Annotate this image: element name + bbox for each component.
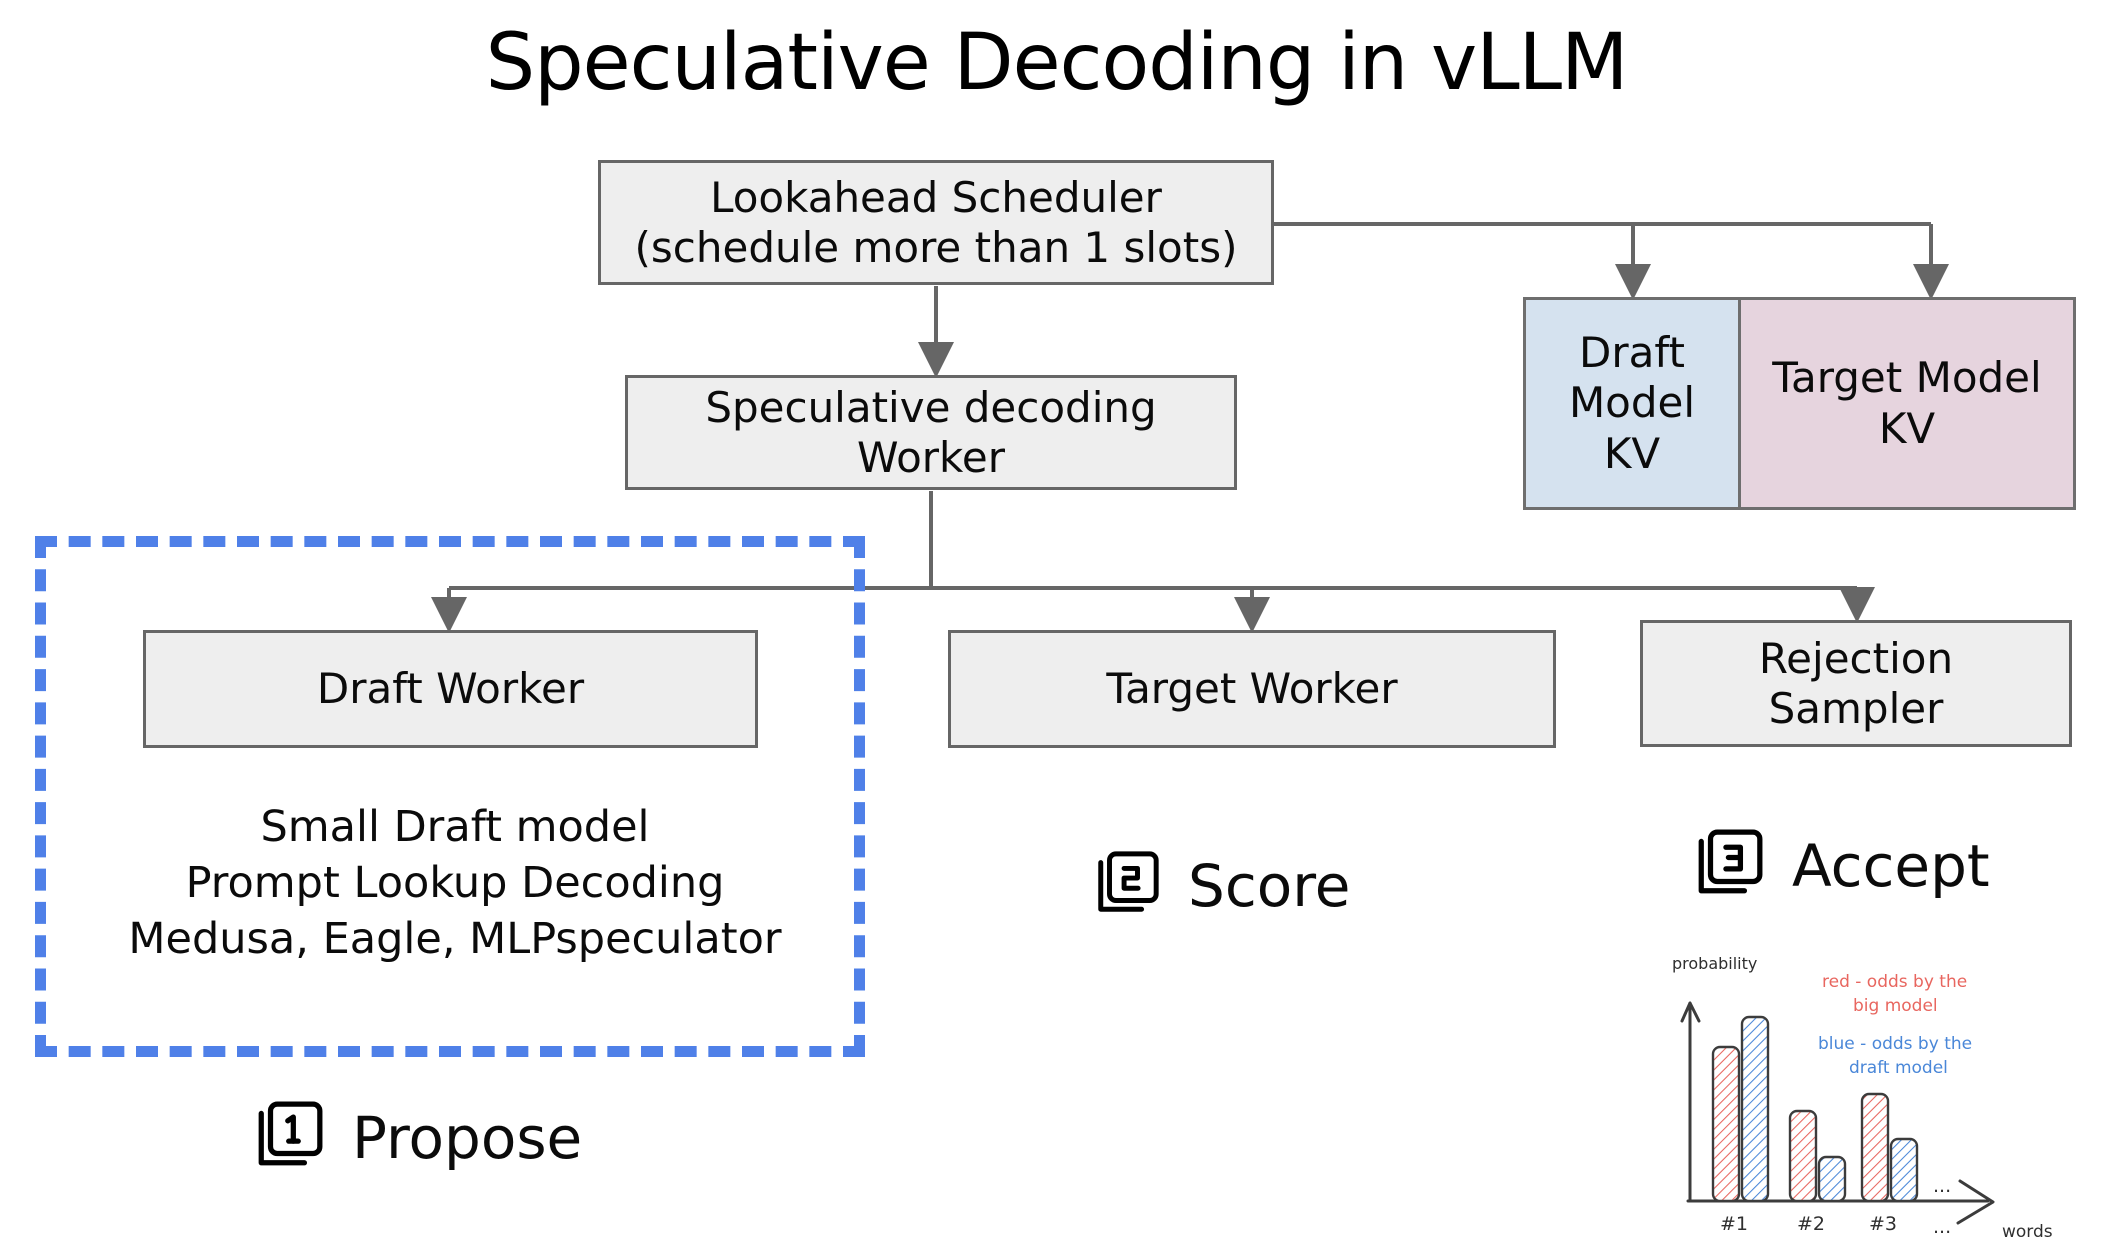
chart-ellipsis-lower: ...: [1933, 1216, 1951, 1238]
step-2-score: Score: [1092, 848, 1350, 923]
box-lookahead-scheduler[interactable]: Lookahead Scheduler (schedule more than …: [598, 160, 1274, 285]
step-3-label: Accept: [1792, 831, 1990, 900]
box-rejection-sampler[interactable]: Rejection Sampler: [1640, 620, 2072, 747]
box-target-model-kv[interactable]: Target Model KV: [1738, 297, 2076, 510]
box-draft-worker[interactable]: Draft Worker: [143, 630, 758, 748]
probability-bar-chart: probability ... ... #1 #2 #3 words red -…: [1672, 954, 2053, 1242]
chart-legend-blue-line1: blue - odds by the: [1818, 1034, 1972, 1054]
step-3-accept: Accept: [1692, 826, 1990, 905]
chart-ellipsis-upper: ...: [1933, 1175, 1951, 1197]
step-1-propose: Propose: [252, 1098, 582, 1177]
chart-legend-blue-line2: draft model: [1849, 1058, 1948, 1078]
chart-xtick-3: #3: [1869, 1213, 1897, 1235]
stacked-squares-1-icon: [252, 1098, 326, 1177]
box-draft-model-kv[interactable]: Draft Model KV: [1523, 297, 1741, 510]
chart-xtick-1: #1: [1720, 1213, 1748, 1235]
step-2-label: Score: [1188, 851, 1351, 920]
chart-ylabel: probability: [1672, 954, 1757, 973]
stacked-squares-3-icon: [1692, 826, 1766, 905]
box-target-worker[interactable]: Target Worker: [948, 630, 1556, 748]
page-title: Speculative Decoding in vLLM: [485, 18, 1629, 108]
draft-worker-methods-list: Small Draft model Prompt Lookup Decoding…: [128, 802, 782, 964]
chart-xtick-2: #2: [1797, 1213, 1825, 1235]
chart-legend-red-line1: red - odds by the: [1822, 972, 1967, 992]
stacked-squares-2-icon: [1092, 848, 1162, 923]
chart-legend-red-line2: big model: [1853, 996, 1938, 1016]
box-speculative-decoding-worker[interactable]: Speculative decoding Worker: [625, 375, 1237, 490]
chart-xlabel: words: [2002, 1222, 2053, 1242]
propose-highlight-region: [35, 536, 865, 1057]
step-1-label: Propose: [352, 1103, 583, 1172]
